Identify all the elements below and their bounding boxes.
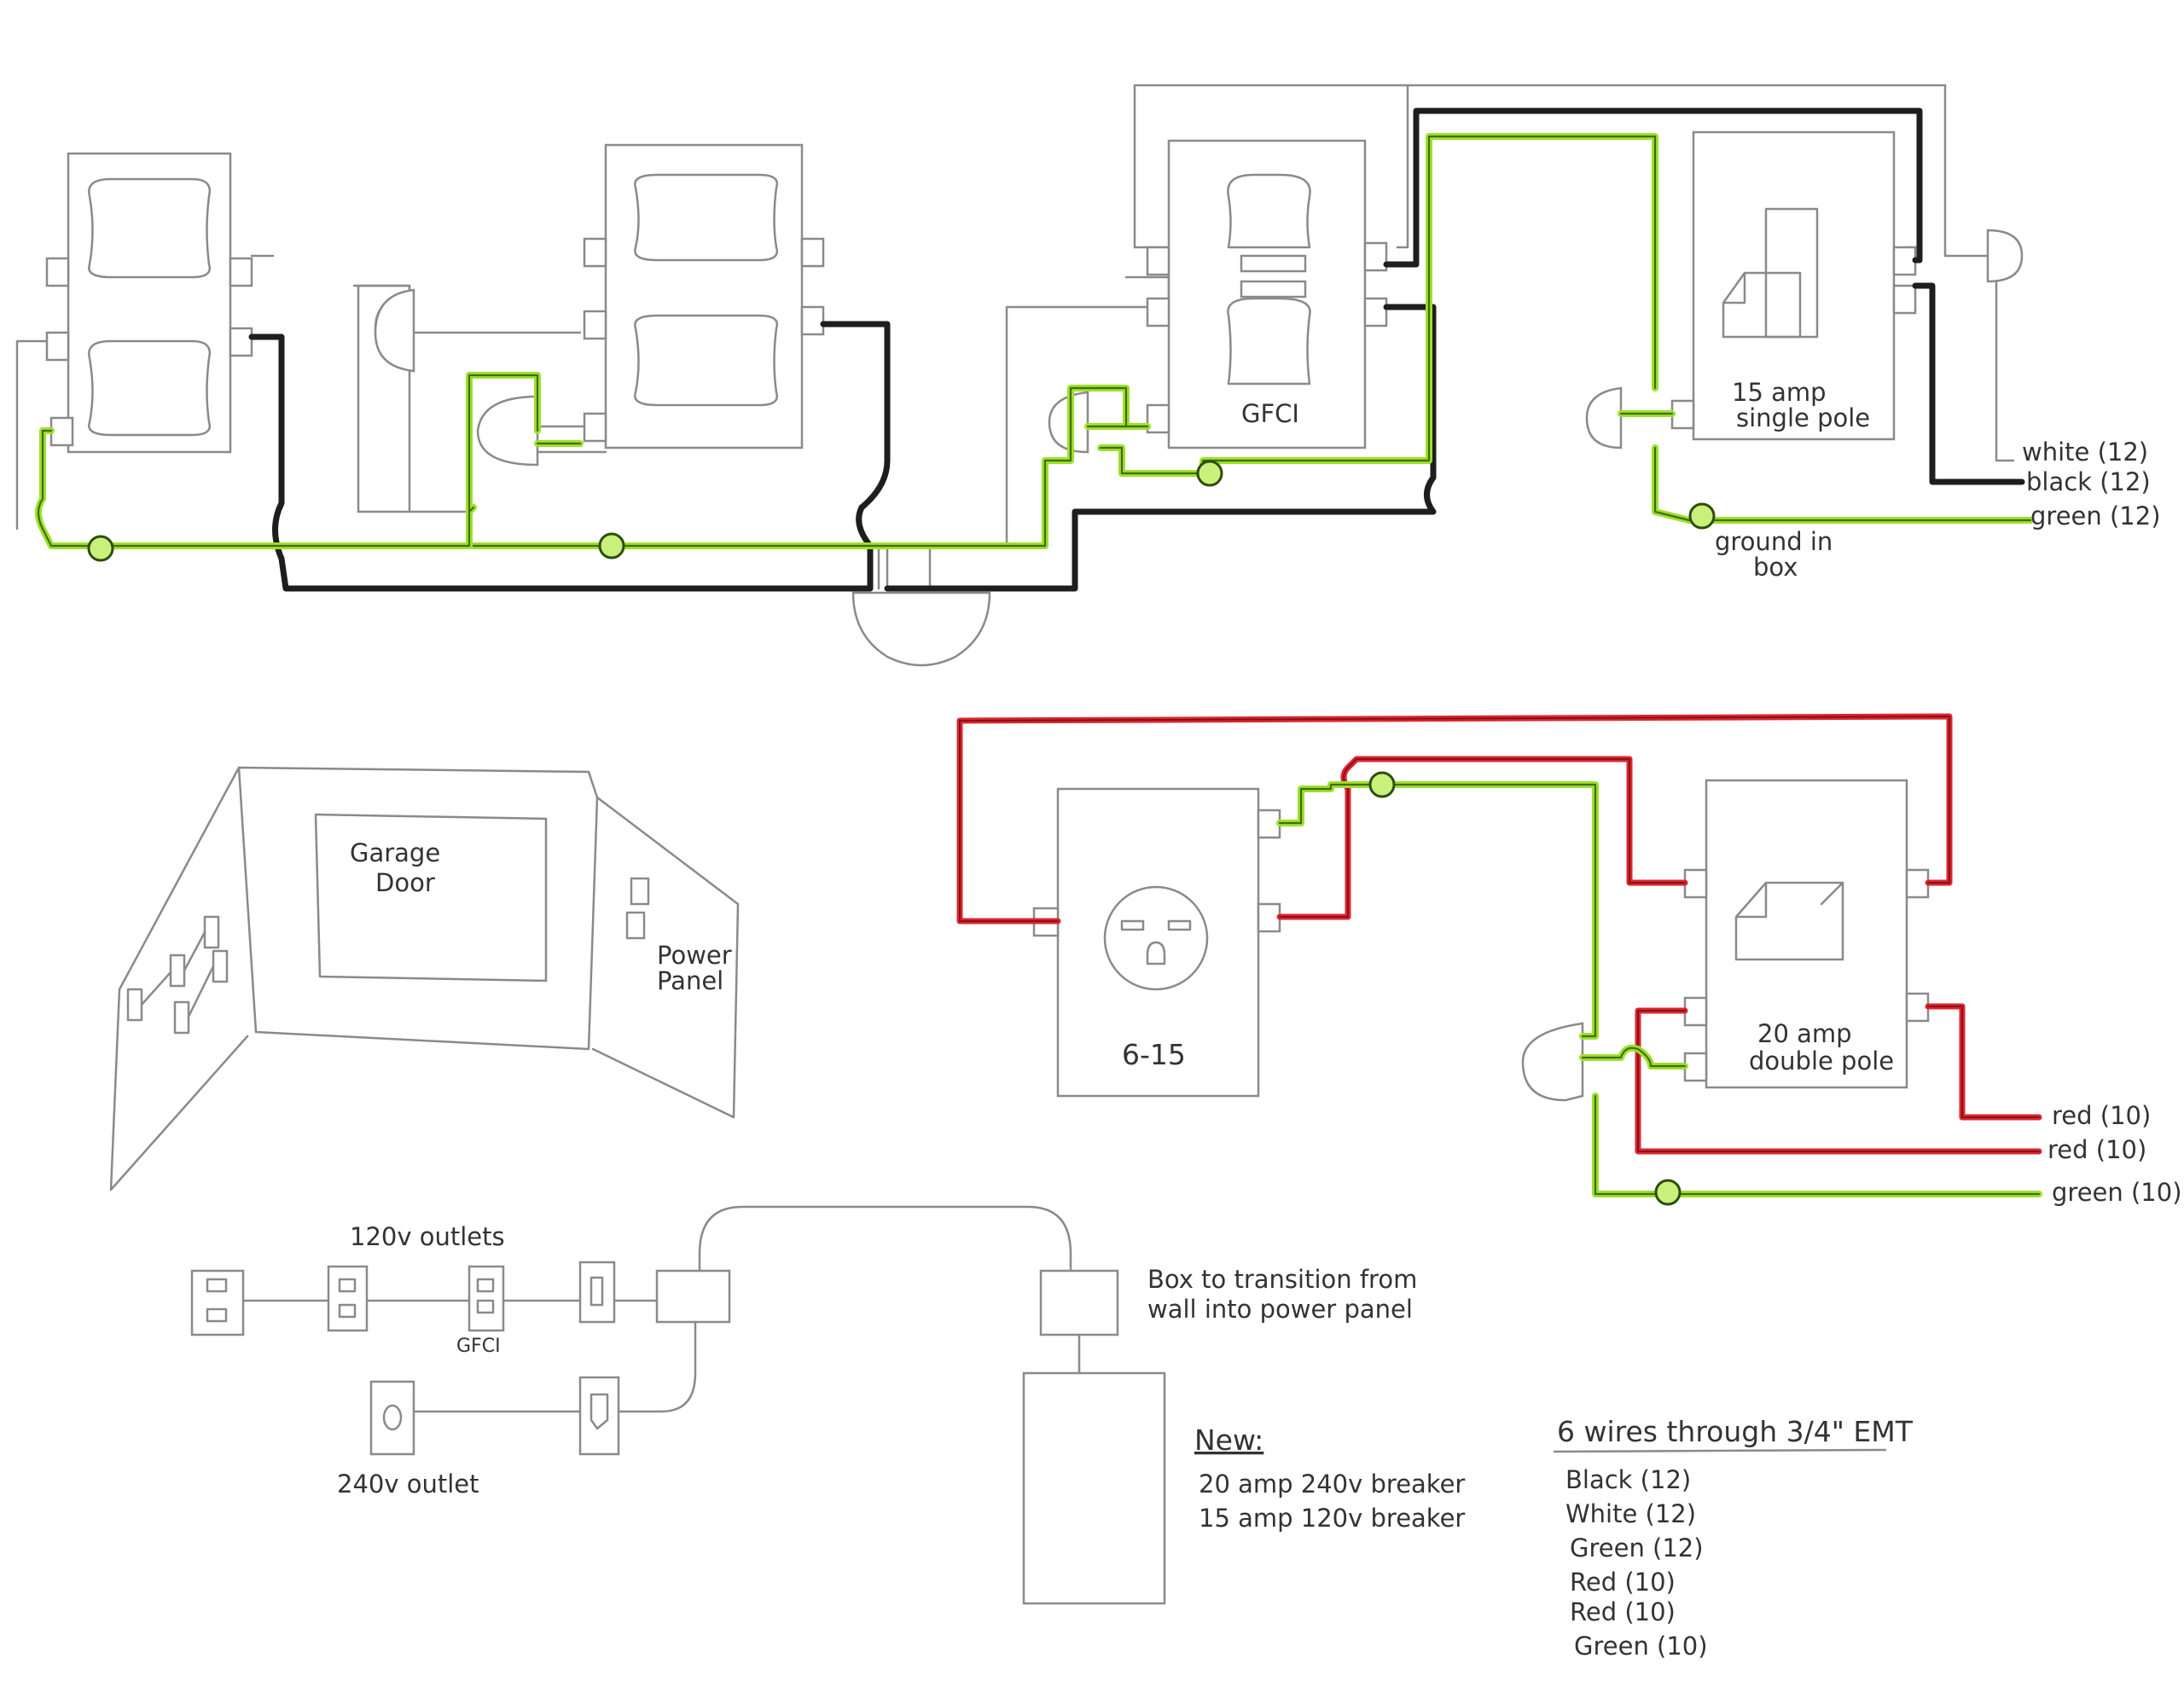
wire-nut-8 [1521,1022,1584,1102]
conduit-heading: 6 wires through 3/4" EMT [1557,1415,1914,1448]
conduit-wire-4: Red (10) [1570,1568,1676,1597]
wire-nut-6 [1986,229,2024,283]
feed-wire-black: black (12) [2026,467,2151,496]
ground-wire-green [35,133,2034,562]
new-breaker-line2: 15 amp 120v breaker [1199,1504,1465,1533]
outlet-circuit: GFCI 15 amp single pole [15,84,2161,667]
ground-note-line2: box [1753,553,1798,582]
double-pole-label-line1: 20 amp [1757,1019,1852,1048]
new-heading: New: [1194,1423,1263,1457]
switch-label-line1: 15 amp [1732,378,1827,407]
conduit-wire-5: Red (10) [1570,1597,1676,1626]
garage-sketch: Garage Door Power Panel [109,766,740,1191]
feed-wire-green-240: green (10) [2052,1178,2182,1207]
wire-nut-2 [476,395,539,467]
transition-box-line1: Box to transition from [1147,1265,1417,1294]
feed-wire-red-1: red (10) [2052,1101,2151,1130]
feed-wire-white: white (12) [2022,438,2148,467]
double-pole-switch: 20 amp double pole [1683,779,1930,1089]
wire-nut-7 [851,591,991,667]
ground-note-line1: ground in [1715,527,1833,556]
feed-wire-red-2: red (10) [2048,1135,2146,1164]
hot-wire-black [248,107,2025,592]
outlets-120v-label: 120v outlets [350,1222,505,1251]
conduit-wire-6: Green (10) [1574,1632,1708,1661]
feed-wire-green: green (12) [2030,501,2161,530]
conduit-list: 6 wires through 3/4" EMT Black (12) Whit… [1553,1415,1914,1661]
wire-nut-5 [374,288,415,373]
new-breaker-line1: 20 amp 240v breaker [1199,1470,1465,1499]
garage-door-line1: Garage [350,838,440,867]
circuit-240v: 6-15 20 amp double pole red (10) re [956,713,2182,1207]
receptacle-label: 6-15 [1122,1038,1186,1071]
block-diagram: 120v outlets GFCI 240v outlet Box to tra… [190,1205,1417,1605]
wire-nut-4 [1585,386,1623,449]
single-pole-switch: 15 amp single pole [1670,130,1917,441]
transition-box-line2: wall into power panel [1147,1295,1413,1324]
duplex-outlet-1 [45,152,253,454]
gfci-outlet: GFCI [1146,139,1388,449]
duplex-outlet-2 [583,143,825,449]
power-panel-line1: Power [657,941,732,970]
block-gfci-label: GFCI [456,1336,501,1357]
double-pole-label-line2: double pole [1749,1046,1894,1075]
ground-wire-green-240 [1276,781,2042,1197]
garage-door-line2: Door [375,868,435,897]
receptacle-6-15: 6-15 [1032,787,1281,1098]
new-breakers-note: New: 20 amp 240v breaker 15 amp 120v bre… [1194,1423,1465,1533]
gfci-label: GFCI [1241,399,1299,428]
outlet-240v-label: 240v outlet [337,1470,479,1499]
conduit-wire-3: Green (12) [1570,1533,1704,1562]
conduit-wire-1: Black (12) [1565,1465,1691,1494]
switch-label-line2: single pole [1736,403,1870,432]
power-panel-line2: Panel [657,966,723,995]
conduit-wire-2: White (12) [1565,1499,1696,1528]
